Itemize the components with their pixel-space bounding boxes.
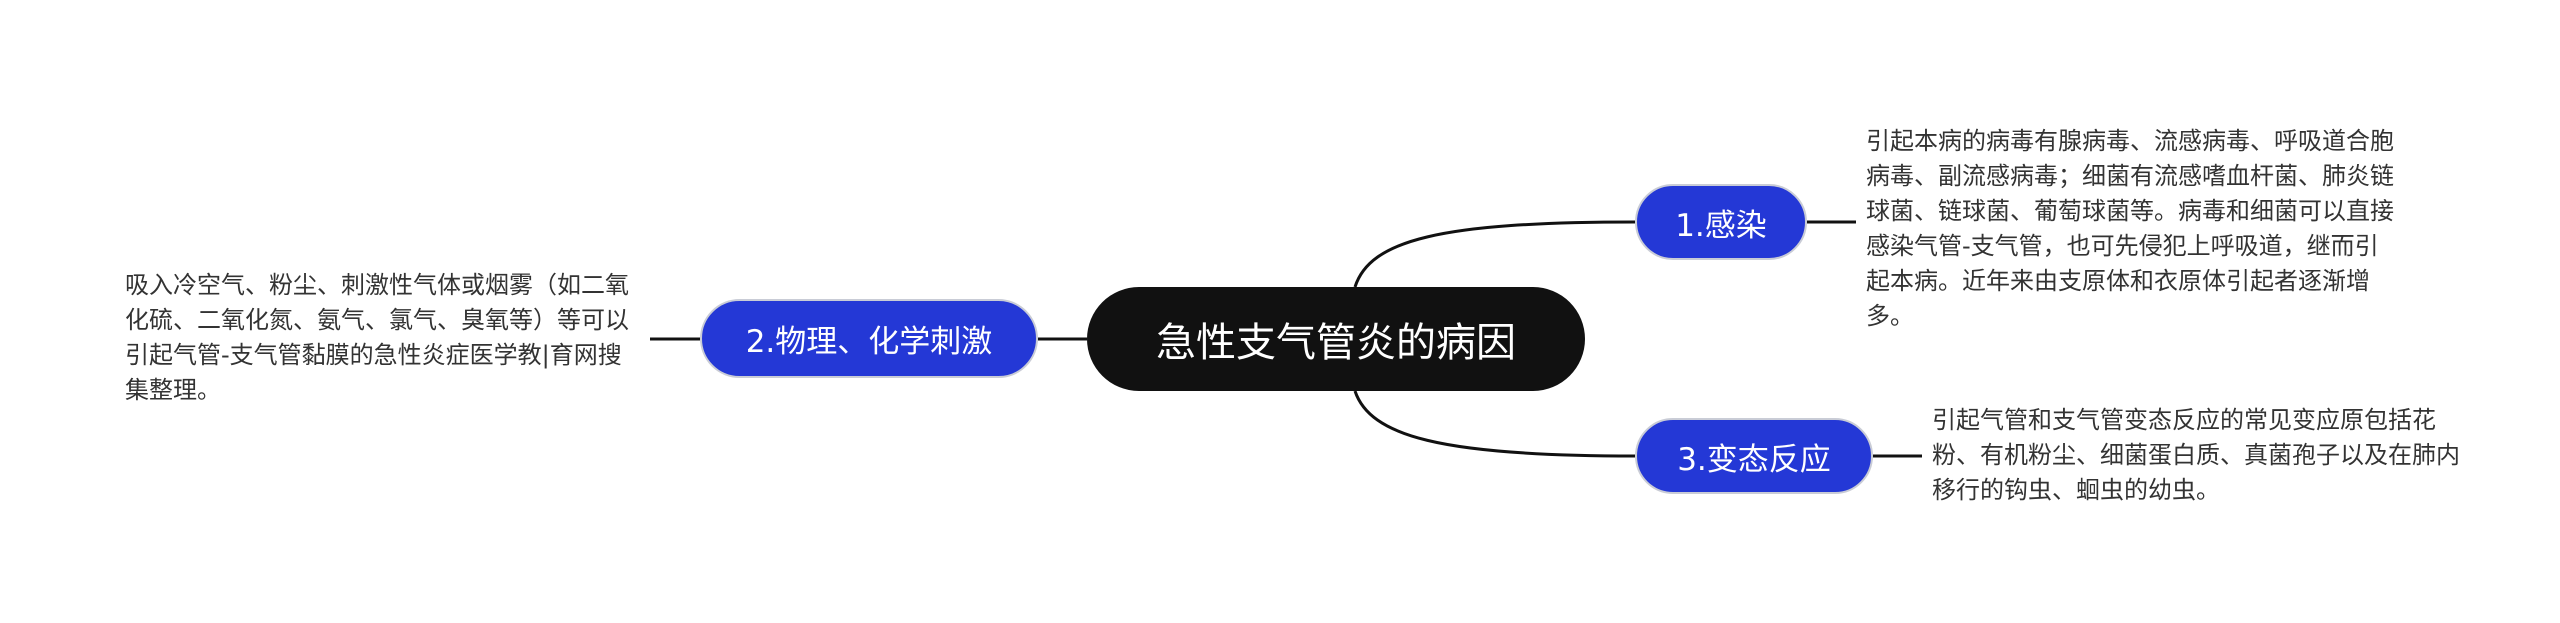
note-infection: 引起本病的病毒有腺病毒、流感病毒、呼吸道合胞病毒、副流感病毒；细菌有流感嗜血杆菌… (1866, 127, 2394, 330)
branch-node-allergy[interactable]: 3.变态反应 (1635, 418, 1873, 494)
branch-node-label: 3.变态反应 (1677, 441, 1831, 478)
connector-root-to-allergy (1353, 390, 1636, 458)
note-allergy: 引起气管和支气管变态反应的常见变应原包括花粉、有机粉尘、细菌蛋白质、真菌孢子以及… (1932, 406, 2460, 504)
root-node[interactable]: 急性支气管炎的病因 (1087, 287, 1585, 391)
branch-node-label: 1.感染 (1675, 207, 1767, 244)
note-physical-chemical: 吸入冷空气、粉尘、刺激性气体或烟雾（如二氧化硫、二氧化氮、氨气、氯气、臭氧等）等… (125, 271, 629, 404)
root-node-label: 急性支气管炎的病因 (1156, 320, 1516, 366)
branch-node-label: 2.物理、化学刺激 (745, 324, 993, 360)
connector-root-to-infection (1353, 220, 1636, 288)
branch-node-infection[interactable]: 1.感染 (1635, 184, 1807, 260)
branch-node-physical-chemical[interactable]: 2.物理、化学刺激 (700, 299, 1038, 378)
